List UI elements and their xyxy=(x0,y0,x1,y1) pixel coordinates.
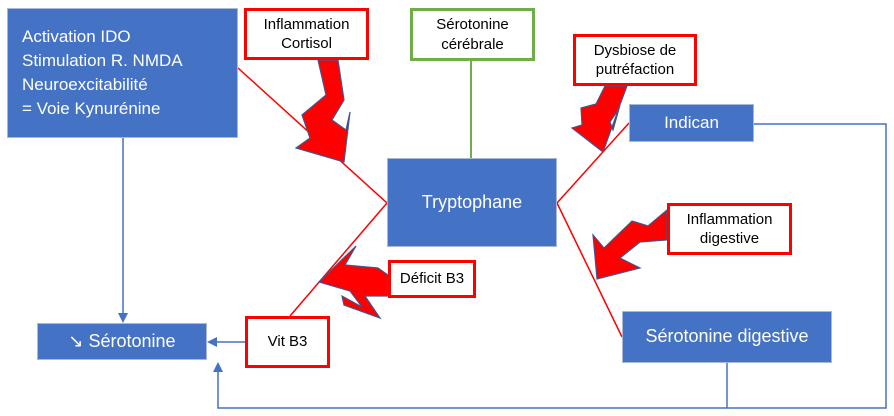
edge-tryptophane-indican xyxy=(556,122,630,204)
indican-label: Indican xyxy=(664,112,719,132)
node-inflammation-cortisol[interactable]: Inflammation Cortisol xyxy=(244,8,369,60)
node-inflammation-digestive[interactable]: Inflammation digestive xyxy=(667,203,792,255)
kynurenine-line-4: = Voie Kynurénine xyxy=(22,99,161,118)
node-serotonine-low[interactable]: ↘ Sérotonine xyxy=(37,323,207,360)
edge-tryptophane-serotonine-digestive xyxy=(556,202,623,338)
inflammation-cortisol-line-2: Cortisol xyxy=(281,35,332,52)
kynurenine-line-1: Activation IDO xyxy=(22,27,131,46)
lightning-arrow-inflammation-digestive xyxy=(592,208,668,280)
inflammation-cortisol-line-1: Inflammation xyxy=(263,15,350,33)
node-deficit-b3[interactable]: Déficit B3 xyxy=(388,260,476,298)
vit-b3-label: Vit B3 xyxy=(267,333,308,351)
node-serotonine-digestive[interactable]: Sérotonine digestive xyxy=(622,311,832,363)
node-vit-b3[interactable]: Vit B3 xyxy=(245,316,330,368)
kynurenine-line-3: Neuroexcitabilité xyxy=(22,75,148,94)
serotonine-cerebrale-line-1: Sérotonine xyxy=(436,16,509,33)
tryptophane-label: Tryptophane xyxy=(421,191,523,212)
node-indican[interactable]: Indican xyxy=(629,104,754,142)
lightning-arrow-deficit-b3 xyxy=(317,245,389,320)
serotonine-low-label: ↘ Sérotonine xyxy=(68,330,176,351)
serotonine-cerebrale-line-2: cérébrale xyxy=(441,35,504,53)
lightning-arrow-inflammation-cortisol xyxy=(294,59,351,163)
edge-indican-loop xyxy=(213,123,887,409)
kynurenine-line-2: Stimulation R. NMDA xyxy=(22,51,183,70)
edge-tryptophane-vitb3 xyxy=(289,202,388,317)
node-serotonine-cerebrale[interactable]: Sérotonine cérébrale xyxy=(410,8,535,61)
serotonine-digestive-label: Sérotonine digestive xyxy=(645,326,809,347)
dysbiose-line-1: Dysbiose de xyxy=(593,41,677,59)
node-kynurenine[interactable]: Activation IDO Stimulation R. NMDA Neuro… xyxy=(7,8,238,138)
dysbiose-line-2: putréfaction xyxy=(595,61,675,78)
inflammation-digestive-line-1: Inflammation xyxy=(686,210,773,228)
node-tryptophane[interactable]: Tryptophane xyxy=(387,158,557,247)
inflammation-digestive-line-2: digestive xyxy=(699,230,760,247)
node-dysbiose[interactable]: Dysbiose de putréfaction xyxy=(573,34,697,86)
lightning-arrow-dysbiose xyxy=(570,85,628,153)
deficit-b3-label: Déficit B3 xyxy=(399,270,465,288)
